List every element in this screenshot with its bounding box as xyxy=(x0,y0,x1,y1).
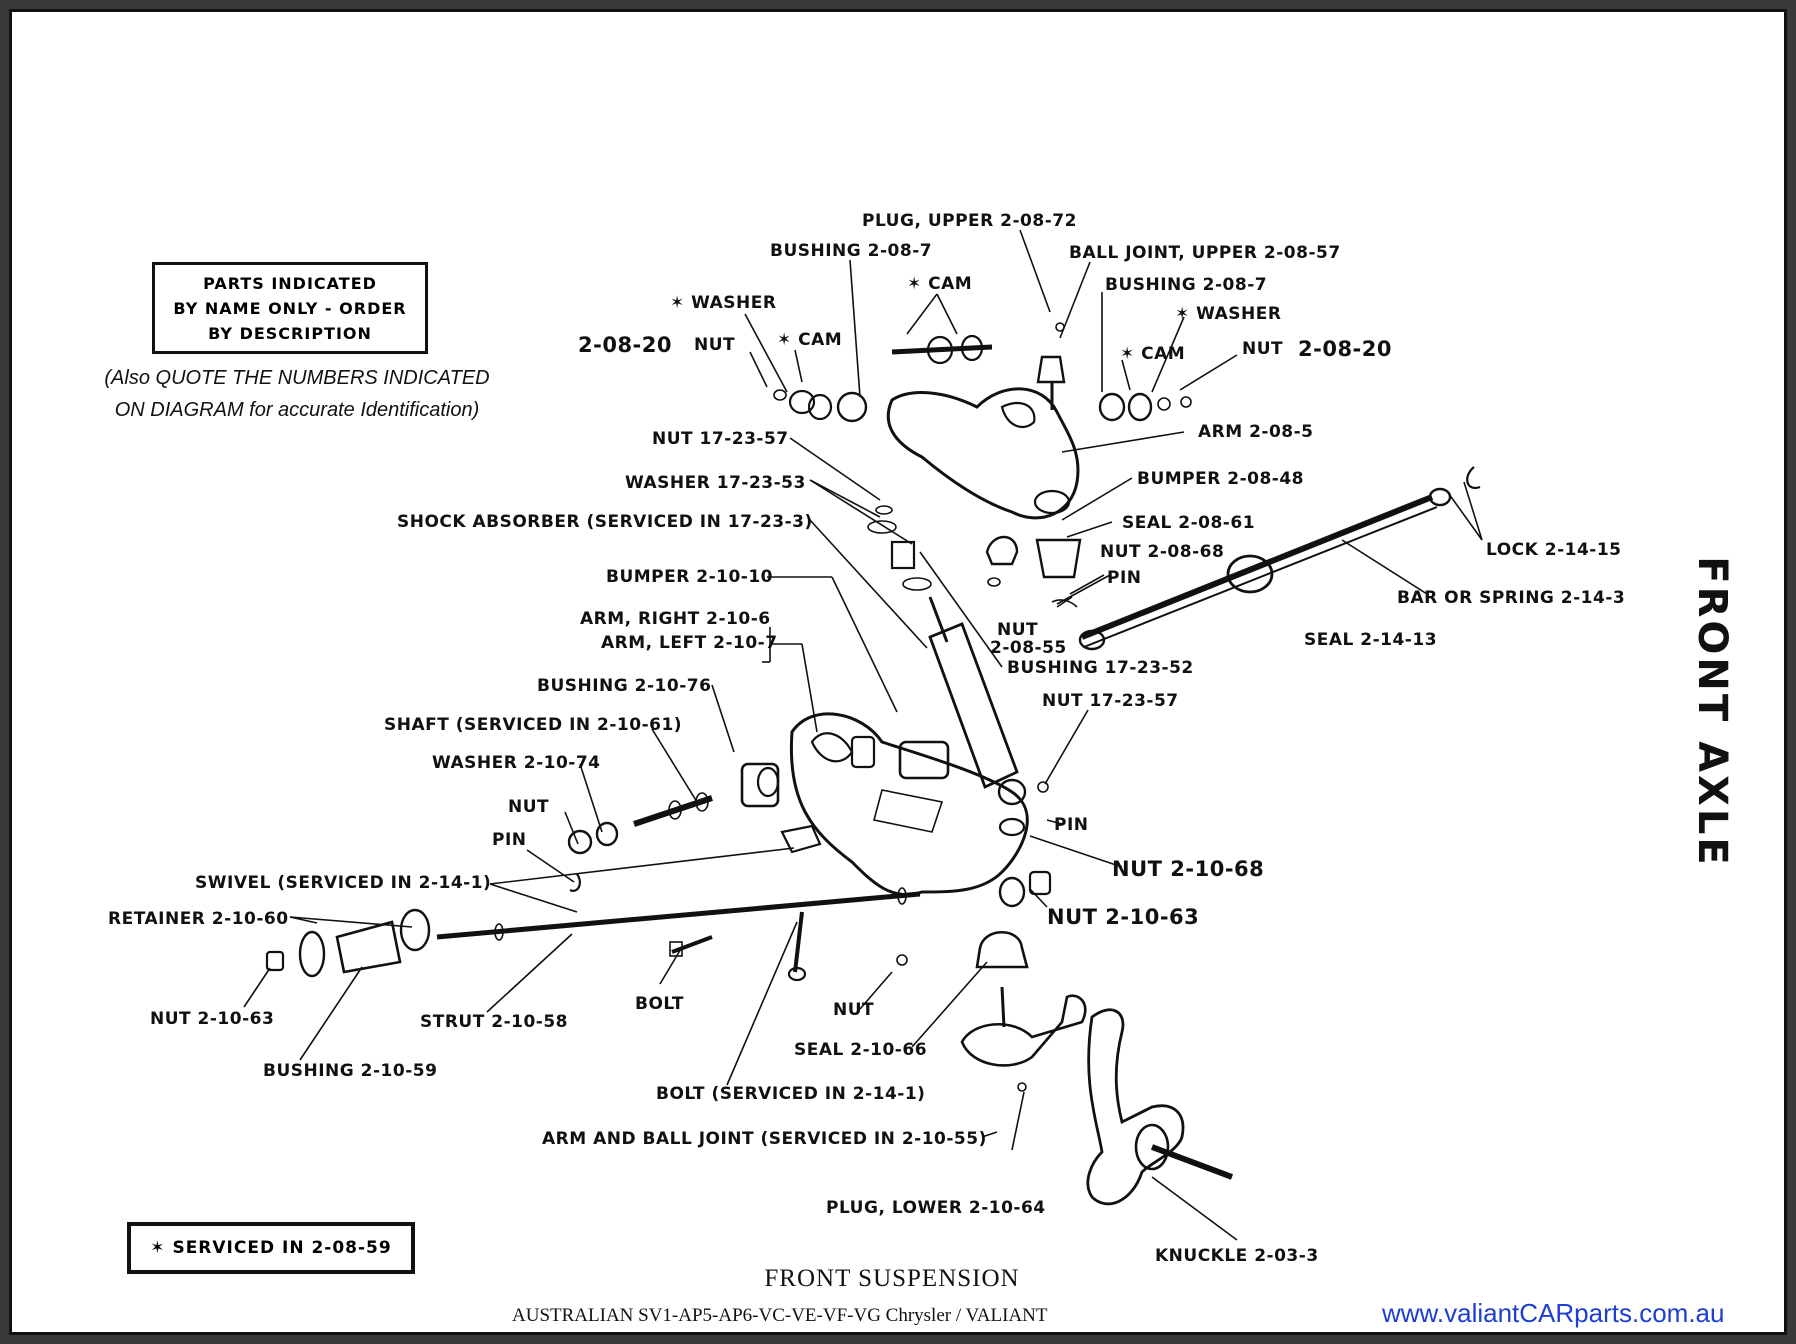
label-bolt: BOLT xyxy=(635,994,685,1014)
label-nut-right-number: 2-08-20 xyxy=(1298,337,1392,361)
label-arm-ball-joint: ARM AND BALL JOINT (SERVICED IN 2-10-55) xyxy=(542,1129,987,1149)
diagram-caption-subtitle: AUSTRALIAN SV1-AP5-AP6-VC-VE-VF-VG Chrys… xyxy=(512,1305,1048,1326)
side-title: FRONT AXLE xyxy=(1689,556,1735,868)
label-pin-left: PIN xyxy=(492,830,527,850)
notice-line: BY NAME ONLY - ORDER xyxy=(173,298,407,318)
label-nut-17-23-57-mid: NUT 17-23-57 xyxy=(1042,691,1179,711)
diagram-caption-title: FRONT SUSPENSION xyxy=(764,1265,1020,1292)
label-bushing-17-23-52: BUSHING 17-23-52 xyxy=(1007,658,1194,678)
label-swivel: SWIVEL (SERVICED IN 2-14-1) xyxy=(195,873,492,893)
suspension-diagram xyxy=(243,229,1483,1241)
label-arm-2-08-5: ARM 2-08-5 xyxy=(1198,422,1314,442)
quote-numbers-note: (Also QUOTE THE NUMBERS INDICATED ON DIA… xyxy=(72,362,522,426)
label-nut-2-08-55-b: 2-08-55 xyxy=(990,638,1067,658)
notice-line: BY DESCRIPTION xyxy=(208,323,372,343)
label-bushing-upper-left: BUSHING 2-08-7 xyxy=(770,241,933,261)
label-nut-17-23-57-top: NUT 17-23-57 xyxy=(652,429,789,449)
label-bumper-2-08-48: BUMPER 2-08-48 xyxy=(1137,469,1305,489)
label-plug-upper: PLUG, UPPER 2-08-72 xyxy=(862,211,1077,231)
label-retainer: RETAINER 2-10-60 xyxy=(108,909,289,929)
serviced-in-notice: ✶ SERVICED IN 2-08-59 xyxy=(127,1222,415,1274)
label-seal-2-14-13: SEAL 2-14-13 xyxy=(1304,630,1438,650)
label-cam-right: ✶ CAM xyxy=(1120,344,1186,364)
label-nut-2-10-63-left: NUT 2-10-63 xyxy=(150,1009,275,1029)
label-nut-left: NUT xyxy=(694,335,736,355)
label-nut-2-10-68: NUT 2-10-68 xyxy=(1112,857,1265,881)
label-ball-joint-upper: BALL JOINT, UPPER 2-08-57 xyxy=(1069,243,1341,263)
label-nut-2-10-63-right: NUT 2-10-63 xyxy=(1047,905,1200,929)
label-nut-left-number: 2-08-20 xyxy=(578,333,672,357)
label-nut-2-08-55-a: NUT xyxy=(997,620,1039,640)
label-pin-mid: PIN xyxy=(1054,815,1089,835)
parts-diagram-sheet: PARTS INDICATED BY NAME ONLY - ORDER BY … xyxy=(9,9,1787,1335)
label-cam-top: ✶ CAM xyxy=(907,274,973,294)
label-strut: STRUT 2-10-58 xyxy=(420,1012,569,1032)
label-nut-2-08-68: NUT 2-08-68 xyxy=(1100,542,1225,562)
serviced-text: ✶ SERVICED IN 2-08-59 xyxy=(150,1238,392,1258)
label-bushing-2-10-76: BUSHING 2-10-76 xyxy=(537,676,712,696)
label-washer-right: ✶ WASHER xyxy=(1175,304,1282,324)
quote-note-line: ON DIAGRAM for accurate Identification) xyxy=(114,399,480,421)
label-shaft: SHAFT (SERVICED IN 2-10-61) xyxy=(384,715,683,735)
label-bar-or-spring: BAR OR SPRING 2-14-3 xyxy=(1397,588,1626,608)
label-arm-left: ARM, LEFT 2-10-7 xyxy=(601,633,778,653)
label-bumper-2-10-10: BUMPER 2-10-10 xyxy=(606,567,774,587)
label-arm-right: ARM, RIGHT 2-10-6 xyxy=(580,609,771,629)
label-shock-absorber: SHOCK ABSORBER (SERVICED IN 17-23-3) xyxy=(397,512,813,532)
label-bushing-2-10-59: BUSHING 2-10-59 xyxy=(263,1061,438,1081)
label-pin-top: PIN xyxy=(1107,568,1142,588)
website-link[interactable]: www.valiantCARparts.com.au xyxy=(1382,1298,1725,1328)
label-plug-lower: PLUG, LOWER 2-10-64 xyxy=(826,1198,1046,1218)
label-cam-left: ✶ CAM xyxy=(777,330,843,350)
label-lock: LOCK 2-14-15 xyxy=(1486,540,1622,560)
quote-note-line: (Also QUOTE THE NUMBERS INDICATED xyxy=(104,367,490,389)
label-washer-2-10-74: WASHER 2-10-74 xyxy=(432,753,601,773)
notice-line: PARTS INDICATED xyxy=(203,273,377,293)
label-seal-2-08-61: SEAL 2-08-61 xyxy=(1122,513,1256,533)
label-seal-2-10-66: SEAL 2-10-66 xyxy=(794,1040,928,1060)
label-washer-17-23-53: WASHER 17-23-53 xyxy=(625,473,806,493)
label-nut-bottom: NUT xyxy=(833,1000,875,1020)
label-bushing-upper-right: BUSHING 2-08-7 xyxy=(1105,275,1268,295)
label-washer-left: ✶ WASHER xyxy=(670,293,777,313)
label-bolt-serviced: BOLT (SERVICED IN 2-14-1) xyxy=(656,1084,926,1104)
label-nut-small: NUT xyxy=(508,797,550,817)
label-nut-right: NUT xyxy=(1242,339,1284,359)
label-knuckle: KNUCKLE 2-03-3 xyxy=(1155,1246,1319,1266)
parts-by-name-notice: PARTS INDICATED BY NAME ONLY - ORDER BY … xyxy=(152,262,428,354)
